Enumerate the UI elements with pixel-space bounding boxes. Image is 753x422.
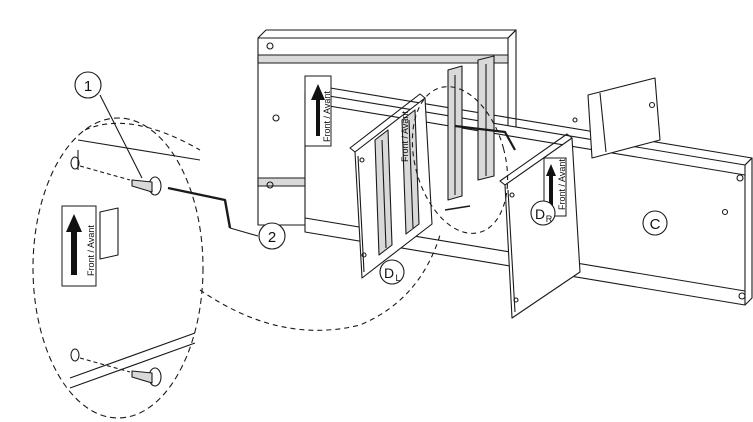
- callout-2: 2: [258, 222, 286, 250]
- svg-text:L: L: [395, 273, 400, 283]
- svg-text:R: R: [546, 214, 553, 224]
- callout-dr: D R: [530, 200, 556, 226]
- screw-leader-line: [99, 94, 143, 179]
- svg-text:D: D: [384, 265, 394, 281]
- callout-dl: D L: [379, 259, 405, 285]
- callout-c: C: [642, 210, 668, 236]
- svg-text:Front / Avant: Front / Avant: [557, 159, 567, 210]
- svg-text:D: D: [535, 206, 545, 222]
- hex-key-detail: [167, 186, 259, 237]
- front-label-dl: Front / Avant: [400, 111, 410, 162]
- detail-view: [32, 117, 204, 419]
- detail-leader-lines: [84, 86, 509, 331]
- screw-detail-top: [70, 156, 162, 196]
- front-label-back-panel: Front / Avant: [304, 75, 332, 147]
- svg-text:Front / Avant: Front / Avant: [400, 111, 410, 162]
- back-slide-rails: [447, 55, 495, 201]
- svg-text:Front / Avant: Front / Avant: [86, 225, 96, 276]
- front-label-dr: Front / Avant: [543, 157, 567, 217]
- svg-text:C: C: [650, 216, 661, 233]
- hex-key-main: [444, 124, 516, 211]
- callout-1: 1: [74, 71, 102, 99]
- svg-text:2: 2: [268, 229, 276, 246]
- right-end-panel: [572, 77, 661, 159]
- screw-detail-bottom: [70, 348, 162, 387]
- svg-text:1: 1: [84, 78, 92, 95]
- front-label-detail: Front / Avant: [61, 205, 97, 287]
- svg-text:Front / Avant: Front / Avant: [322, 91, 332, 142]
